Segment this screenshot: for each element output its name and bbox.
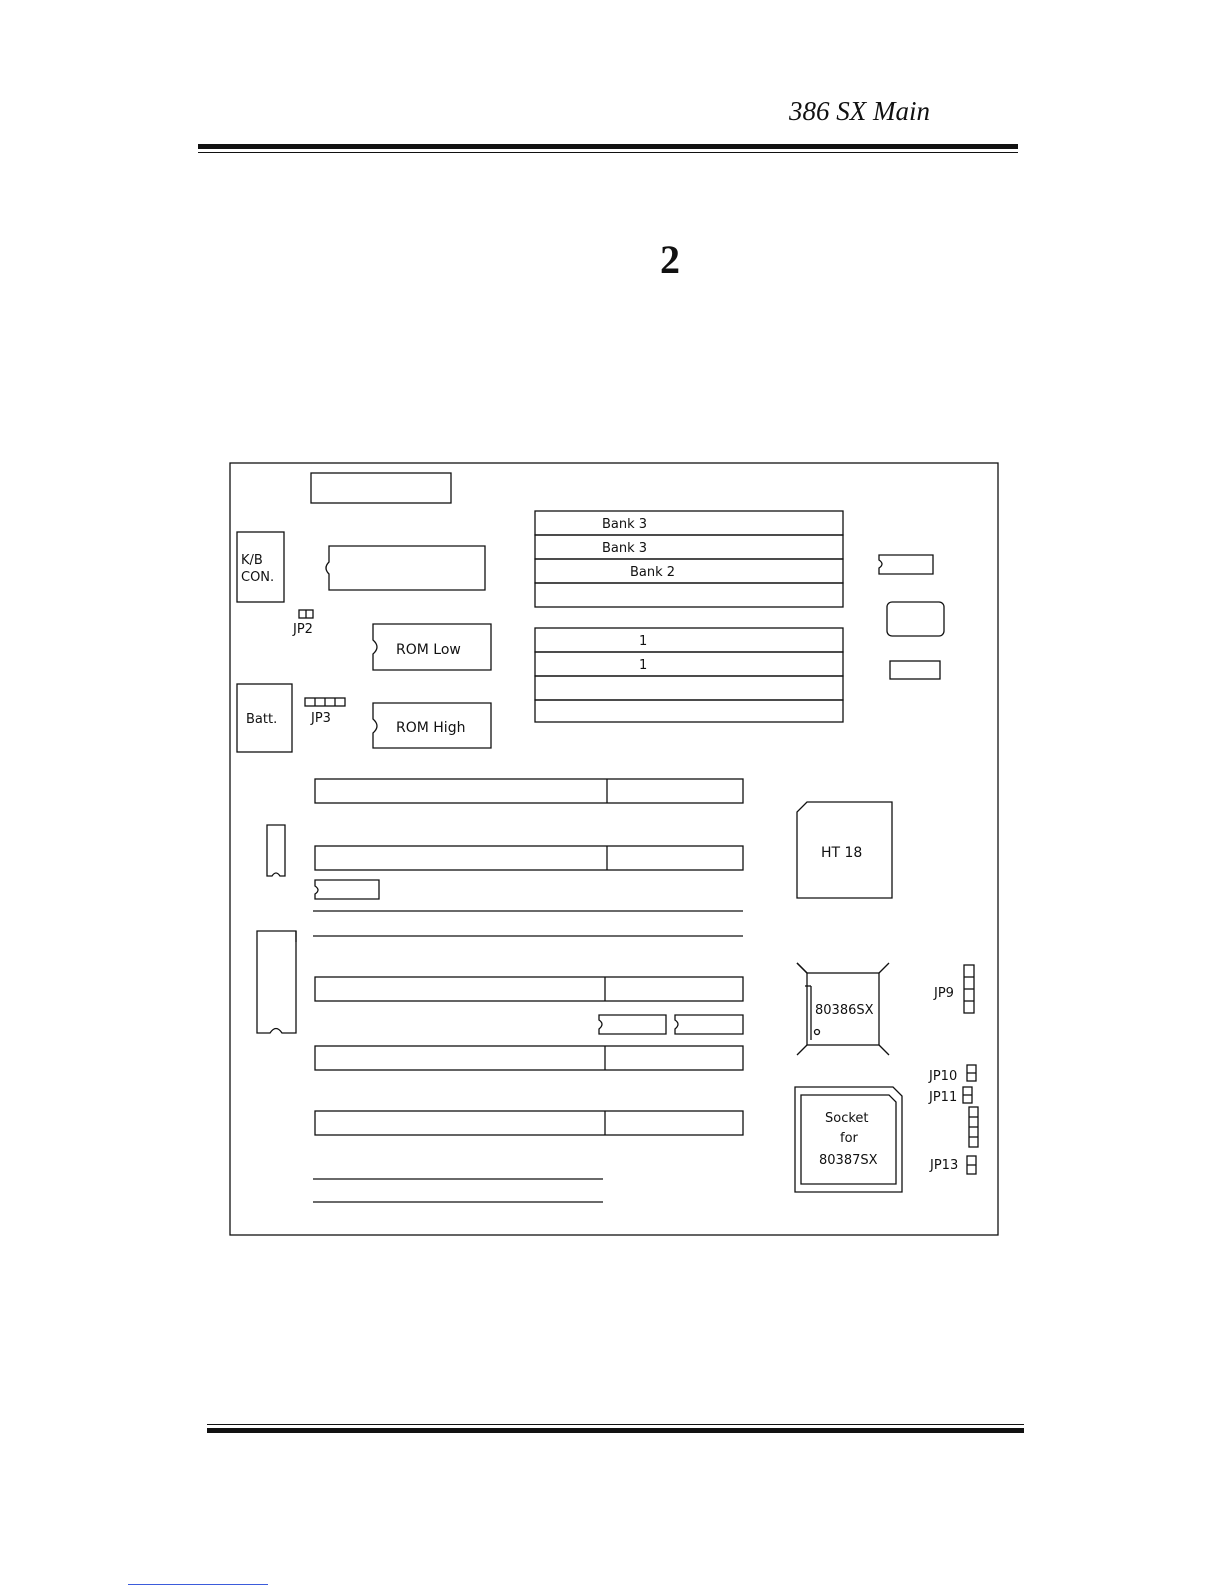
jp2-label: JP2 [292, 622, 313, 637]
right-oscillator [887, 602, 944, 636]
bank3-slot-b [535, 535, 843, 559]
bank2-slot-b [535, 583, 843, 607]
bank2-label: Bank 2 [630, 565, 675, 580]
expansion-slot-1 [315, 779, 743, 803]
bank2-slot-a [535, 559, 843, 583]
bank3-label-b: Bank 3 [602, 541, 647, 556]
motherboard-layout-diagram: K/B CON. JP2 JP3 Batt. ROM Low ROM High … [229, 462, 999, 1237]
small-chip-b [675, 1015, 743, 1034]
bank1-slot-a [535, 628, 843, 652]
expansion-slot-4 [315, 1046, 743, 1070]
left-tall-chip [257, 931, 296, 1033]
top-connector [311, 473, 451, 503]
jp10-label: JP10 [928, 1069, 957, 1084]
footer-rule-thin [207, 1424, 1024, 1425]
footer-rule-thick [207, 1428, 1024, 1433]
expansion-slot-5 [315, 1111, 743, 1135]
expansion-slot-2 [315, 846, 743, 870]
right-small-connector [890, 661, 940, 679]
bank3-slot-a [535, 511, 843, 535]
jp3-label: JP3 [310, 711, 331, 726]
kb-label-line2: CON. [241, 570, 274, 585]
small-chip-slot-area [315, 880, 379, 899]
bank1-label-a: 1 [639, 634, 647, 649]
socket-label-line3: 80387SX [819, 1153, 878, 1168]
cpu-label: 80386SX [815, 1003, 874, 1018]
bank0-slot-b [535, 700, 843, 722]
jp13-label: JP13 [929, 1158, 958, 1173]
socket-label-line1: Socket [825, 1111, 869, 1126]
chapter-number: 2 [640, 236, 700, 283]
socket-label-line2: for [840, 1131, 859, 1146]
large-chip [326, 546, 485, 590]
board-outline [230, 463, 998, 1235]
left-small-chip [267, 825, 285, 876]
bank0-slot-a [535, 676, 843, 700]
kb-label-line1: K/B [241, 553, 263, 568]
ht18-label: HT 18 [821, 845, 862, 861]
board-svg: K/B CON. JP2 JP3 Batt. ROM Low ROM High … [229, 462, 999, 1237]
expansion-slot-3 [315, 977, 743, 1001]
bank1-slot-b [535, 652, 843, 676]
rom-high-label: ROM High [396, 720, 465, 736]
jp11-label: JP11 [928, 1090, 957, 1105]
jp9-label: JP9 [933, 986, 954, 1001]
bank1-label-b: 1 [639, 658, 647, 673]
header-rule-thick [198, 144, 1018, 149]
batt-label: Batt. [246, 712, 277, 727]
header-rule-thin [198, 152, 1018, 153]
rom-low-label: ROM Low [396, 642, 461, 658]
bank3-label-a: Bank 3 [602, 517, 647, 532]
right-small-chip [879, 555, 933, 574]
running-header-title: 386 SX Main [700, 96, 930, 127]
small-chip-a [599, 1015, 666, 1034]
